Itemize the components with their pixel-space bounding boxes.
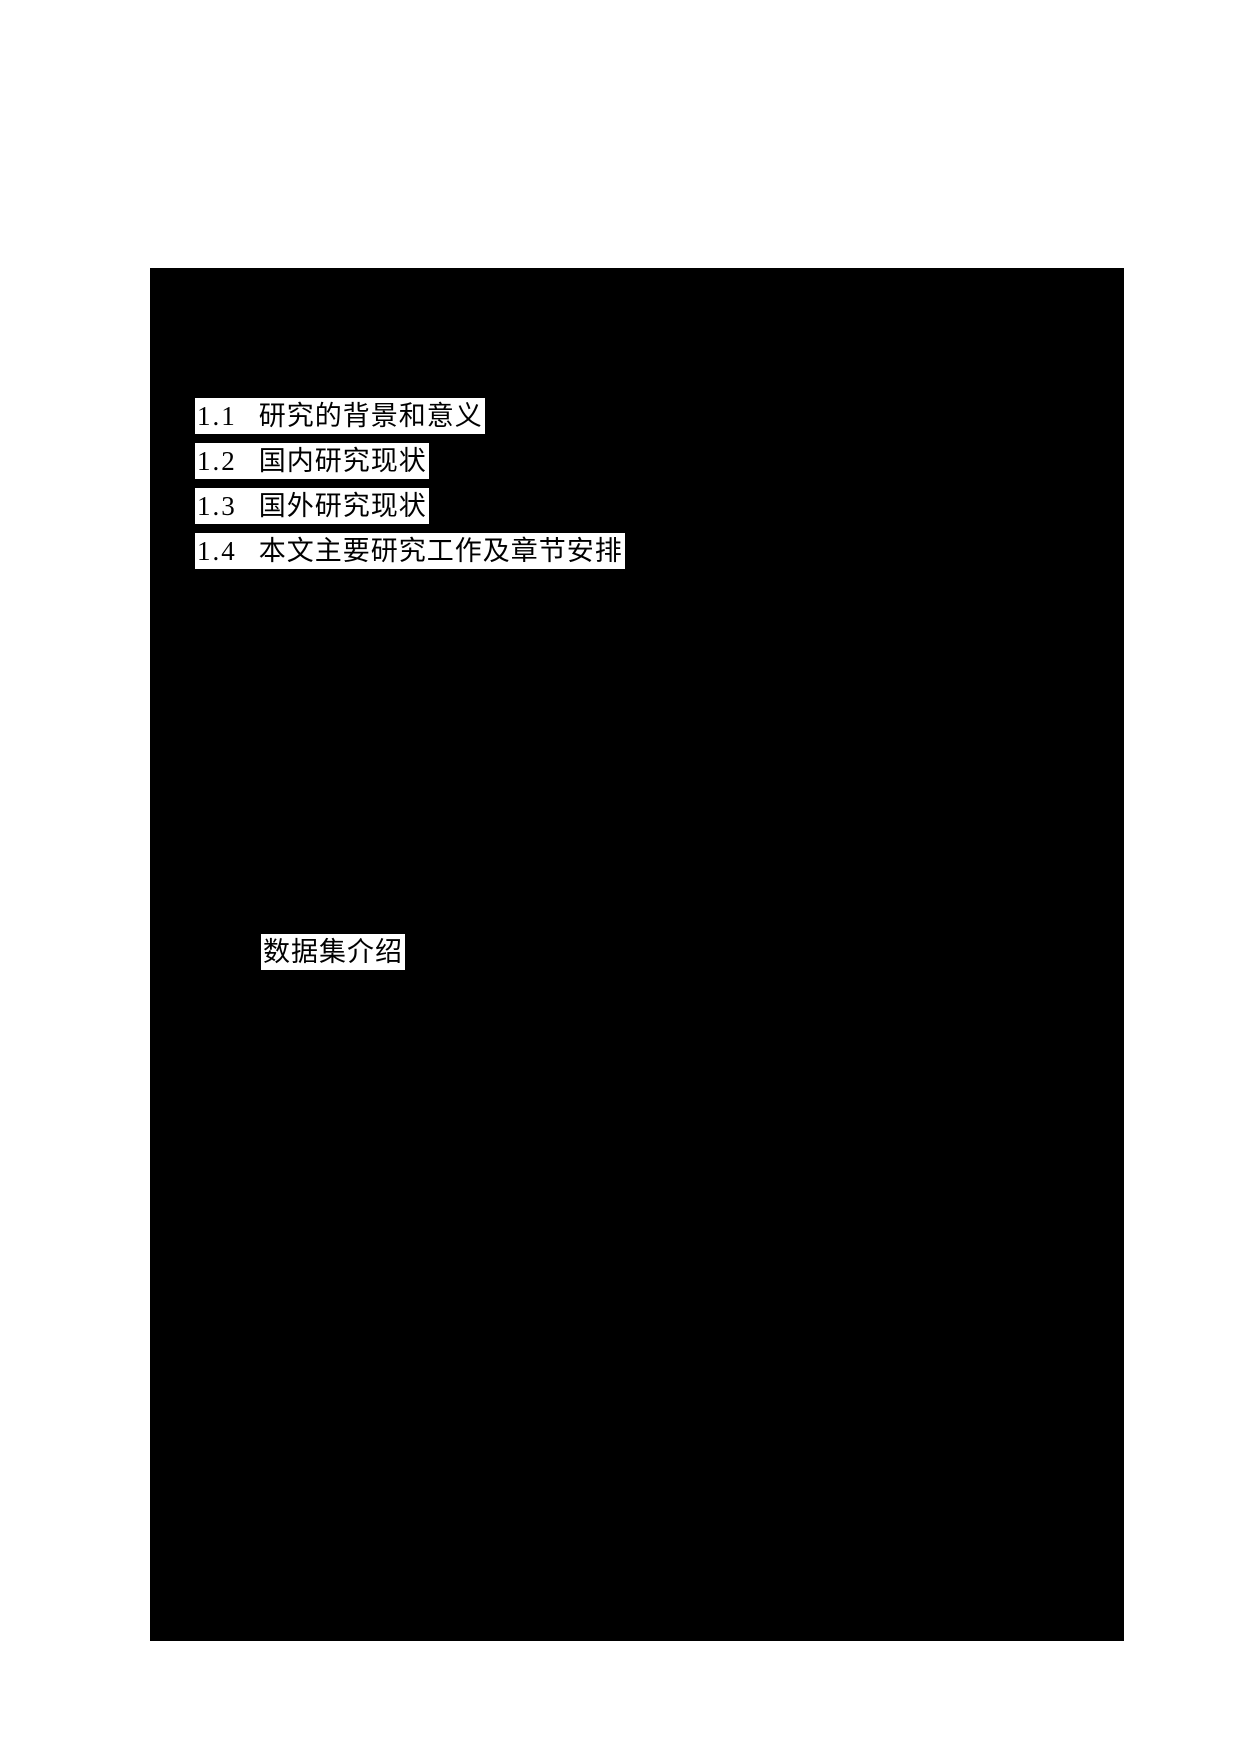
heading-number: 1.4 bbox=[197, 536, 237, 566]
heading-section-1-1: 1.1 研究的背景和意义 bbox=[195, 398, 485, 434]
section-label-dataset-introduction: 数据集介绍 bbox=[261, 934, 405, 970]
heading-title: 国内研究现状 bbox=[258, 446, 427, 476]
heading-section-1-2: 1.2 国内研究现状 bbox=[195, 443, 429, 479]
heading-title: 国外研究现状 bbox=[258, 491, 427, 521]
heading-title: 本文主要研究工作及章节安排 bbox=[258, 536, 623, 566]
heading-section-1-3: 1.3 国外研究现状 bbox=[195, 488, 429, 524]
heading-number: 1.3 bbox=[197, 491, 237, 521]
heading-section-1-4: 1.4 本文主要研究工作及章节安排 bbox=[195, 533, 625, 569]
heading-title: 研究的背景和意义 bbox=[258, 401, 483, 431]
heading-number: 1.2 bbox=[197, 446, 237, 476]
heading-number: 1.1 bbox=[197, 401, 237, 431]
